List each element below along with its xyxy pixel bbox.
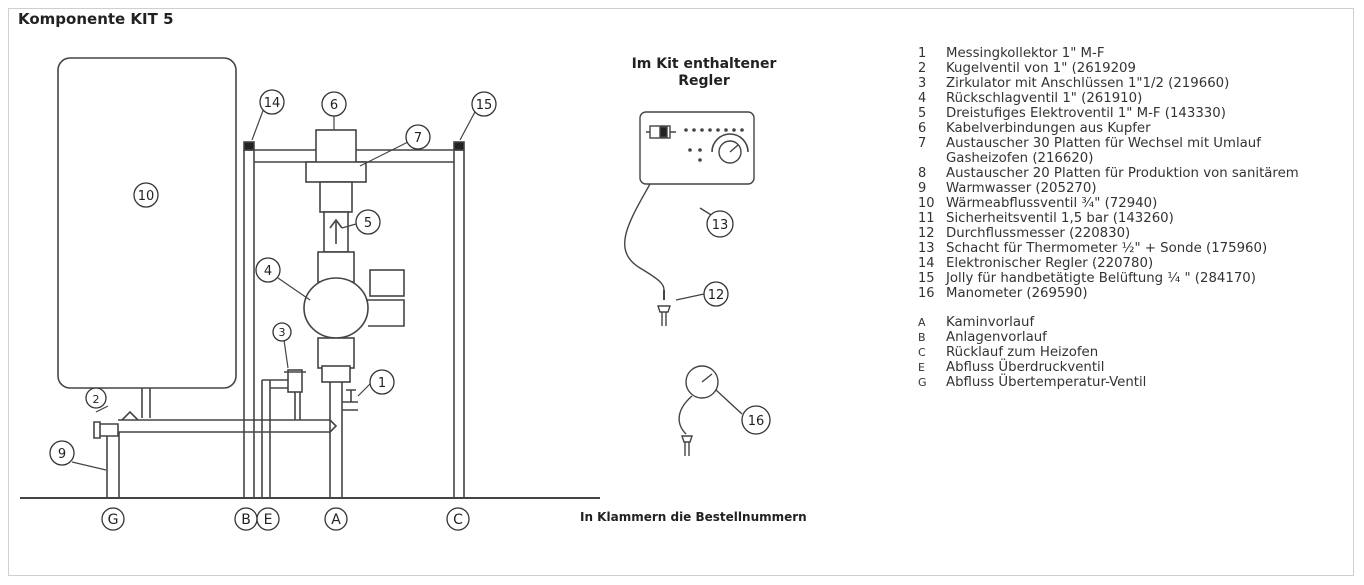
circulator-motor xyxy=(369,269,405,297)
circulator-pump xyxy=(303,277,369,339)
frame-upright-b xyxy=(243,150,255,498)
frame-upright-c xyxy=(453,150,465,498)
ground-label-c: C xyxy=(453,512,463,528)
callout-9-circle xyxy=(49,440,75,466)
horizontal-bottom-pipe xyxy=(118,419,330,433)
ground-label-a: A xyxy=(331,512,341,528)
electrovalve-head xyxy=(315,129,357,165)
callout-4-label: 4 xyxy=(264,264,272,279)
callout-15-circle xyxy=(471,91,497,117)
callout-6-circle xyxy=(321,91,347,117)
ground-label-e: E xyxy=(264,512,273,528)
order-number-note: In Klammern die Bestellnummern xyxy=(580,510,807,524)
callout-3-label: 3 xyxy=(279,326,286,339)
warmwater-pipe xyxy=(106,432,120,498)
callout-3-circle xyxy=(272,322,292,342)
callout-14-circle xyxy=(259,89,285,115)
callout-6-label: 6 xyxy=(330,98,338,113)
callout-15-label: 15 xyxy=(476,98,493,113)
kit-title: Im Kit enthaltener Regler xyxy=(606,56,802,90)
callout-1-circle xyxy=(369,369,395,395)
ball-valve xyxy=(93,421,119,439)
figure-frame xyxy=(8,8,1354,576)
callout-12-label: 12 xyxy=(708,288,725,303)
callout-7-label: 7 xyxy=(414,131,422,146)
callout-10-circle xyxy=(133,182,159,208)
figure-title: Komponente KIT 5 xyxy=(18,10,174,28)
callout-16-label: 16 xyxy=(748,414,765,429)
callout-2-circle xyxy=(85,387,107,409)
tank-outlet-pipe xyxy=(141,388,151,418)
safety-valve xyxy=(287,369,303,393)
ground-label-b: B xyxy=(241,512,251,528)
callout-1-label: 1 xyxy=(378,376,386,391)
callout-9-label: 9 xyxy=(58,447,66,462)
callout-14-label: 14 xyxy=(264,96,281,111)
boiler-tank xyxy=(57,57,237,389)
frame-upright-e xyxy=(261,380,271,498)
vent-right xyxy=(453,141,465,151)
ground-label-g: G xyxy=(108,512,119,528)
flow-pipe-a xyxy=(329,380,343,498)
callout-10-label: 10 xyxy=(138,189,155,204)
electrovalve-body xyxy=(305,161,367,183)
callout-5-circle xyxy=(355,209,381,235)
kit-title-line2: Regler xyxy=(678,73,730,89)
callout-2-label: 2 xyxy=(93,393,100,406)
callout-4-circle xyxy=(255,257,281,283)
callout-7-circle xyxy=(405,124,431,150)
vent-left xyxy=(243,141,255,151)
callout-5-label: 5 xyxy=(364,216,372,231)
callout-13-label: 13 xyxy=(712,218,729,233)
kit-title-line1: Im Kit enthaltener xyxy=(631,56,777,72)
